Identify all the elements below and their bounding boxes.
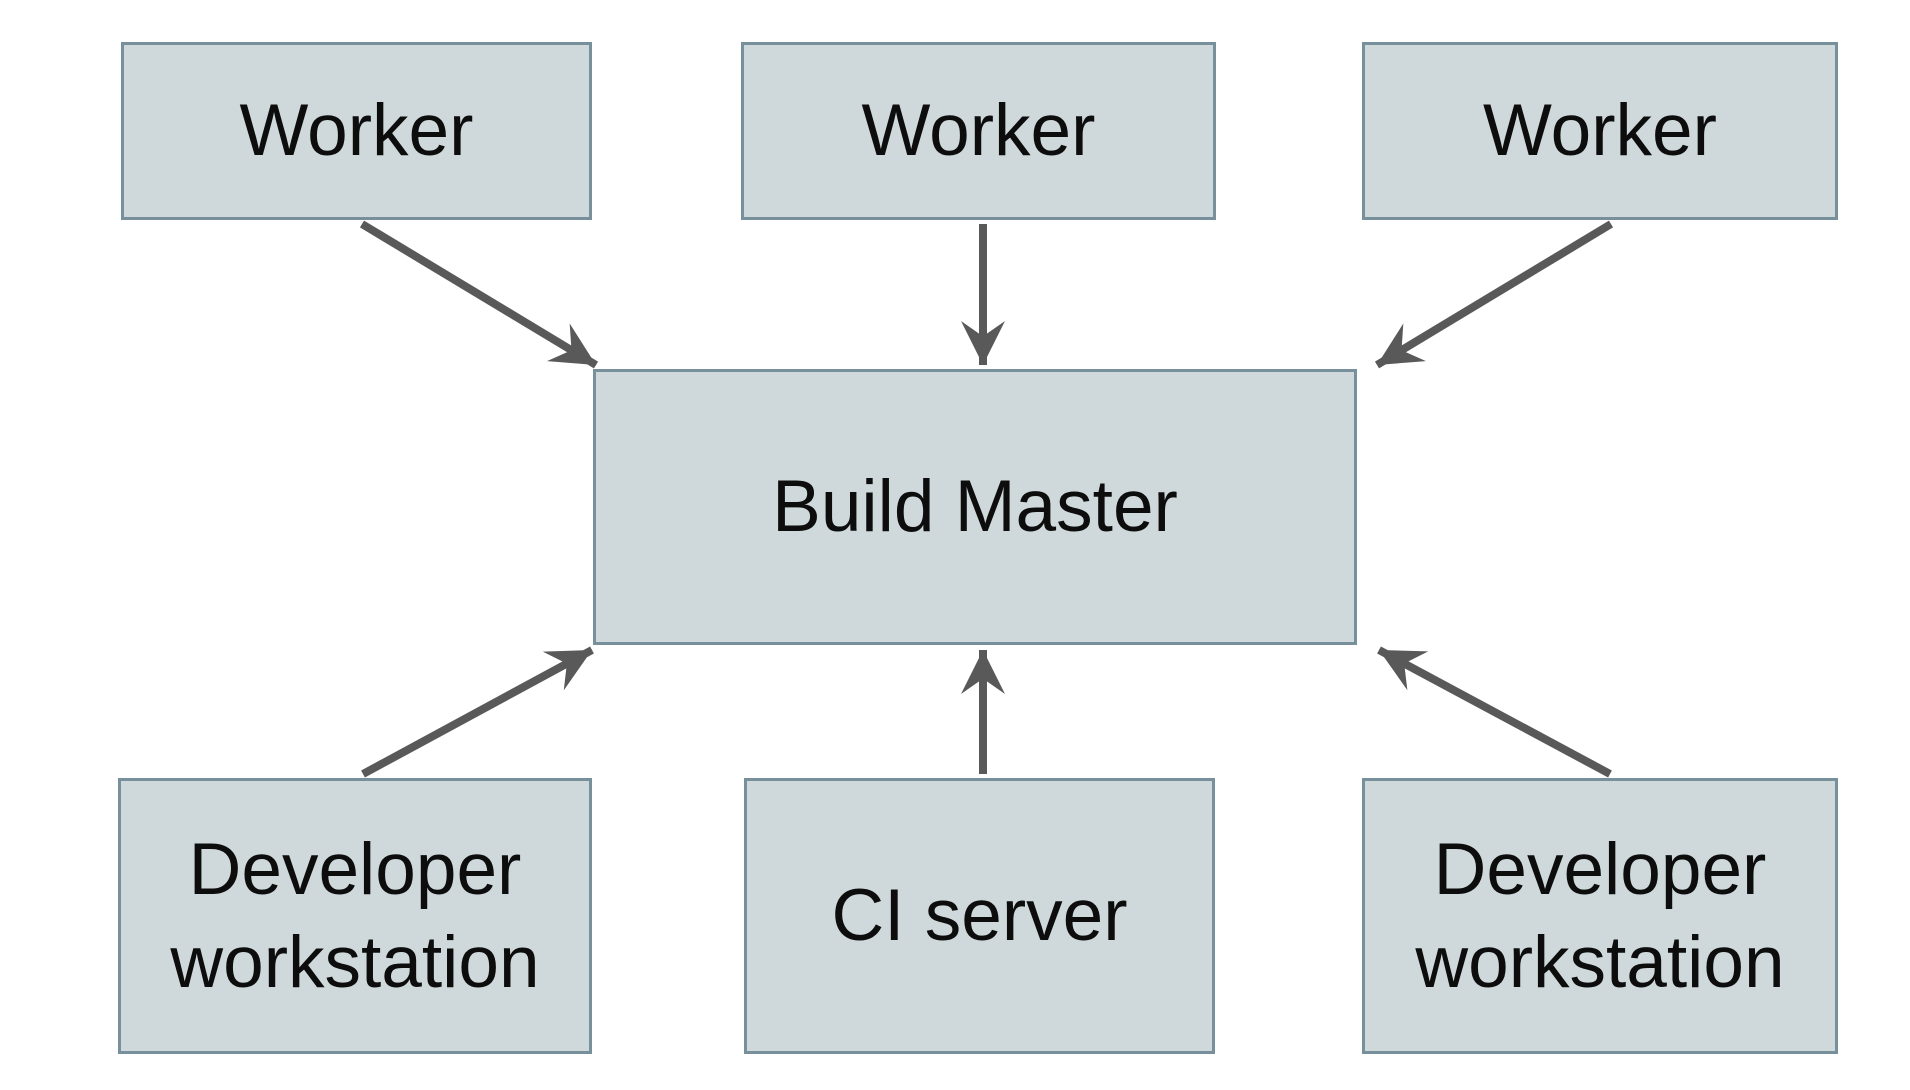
node-label: Developer workstation [1415,828,1785,1003]
node-label: Developer workstation [170,828,540,1003]
node-worker-1: Worker [121,42,592,220]
node-ci-server: CI server [744,778,1215,1054]
node-label: Worker [861,90,1096,172]
node-worker-2: Worker [741,42,1216,220]
node-build-master: Build Master [593,369,1357,645]
node-label: CI server [831,875,1128,957]
node-worker-3: Worker [1362,42,1838,220]
node-developer-workstation-left: Developer workstation [118,778,592,1054]
node-developer-workstation-right: Developer workstation [1362,778,1838,1054]
node-label: Worker [239,90,474,172]
node-label: Build Master [772,466,1178,548]
node-label: Worker [1483,90,1717,172]
